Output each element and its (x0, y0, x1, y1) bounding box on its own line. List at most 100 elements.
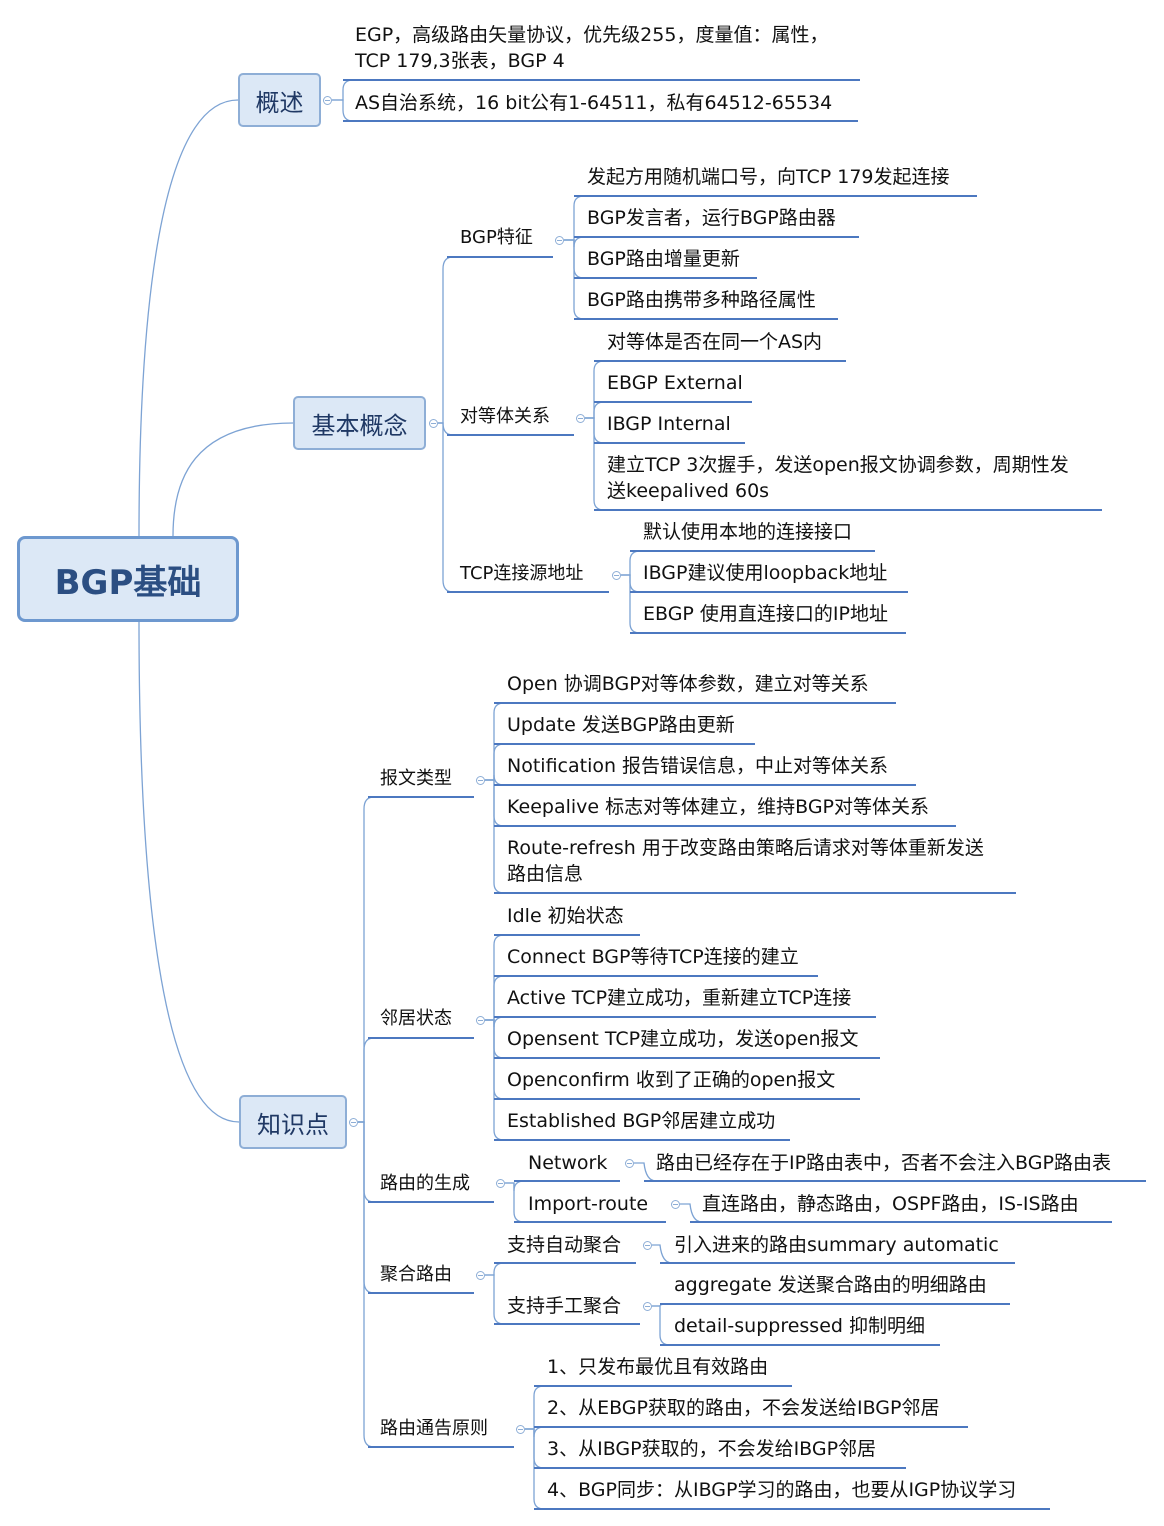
tcp-source-item-2[interactable]: EBGP 使用直连接口的IP地址 (643, 603, 888, 625)
states-item-0[interactable]: Idle 初始状态 (507, 905, 624, 927)
peers-item-1[interactable]: EBGP External (607, 372, 743, 394)
topic-basic-concepts[interactable]: 基本概念 (293, 396, 426, 450)
overview-item-0-line-1[interactable]: EGP，高级路由矢量协议，优先级255，度量值：属性， (355, 24, 829, 46)
import-route-label[interactable]: Import-route (528, 1193, 649, 1215)
topic-knowledge-points-label: 知识点 (257, 1110, 329, 1139)
generation-label[interactable]: 路由的生成 (380, 1173, 470, 1194)
network-collapse-toggle[interactable] (624, 1158, 634, 1168)
tcp-source-item-1[interactable]: IBGP建议使用loopback地址 (643, 562, 888, 584)
overview-collapse-toggle[interactable] (322, 95, 332, 105)
topic-overview-label: 概述 (255, 88, 304, 117)
advertise-item-0[interactable]: 1、只发布最优且有效路由 (547, 1356, 769, 1378)
aggregation-underline (368, 1292, 474, 1294)
states-item-2[interactable]: Active TCP建立成功，重新建立TCP连接 (507, 987, 852, 1009)
topic-knowledge-points[interactable]: 知识点 (239, 1095, 347, 1149)
manual-aggregation-underline (494, 1323, 640, 1325)
manual-item-0-underline (660, 1303, 1010, 1305)
features-item-0-underline (574, 195, 977, 197)
tcp-source-item-0[interactable]: 默认使用本地的连接接口 (643, 521, 853, 543)
import-route-desc-underline (690, 1221, 1112, 1223)
tcp-source-item-0-underline (630, 550, 875, 552)
knowledge-to-messages-link (358, 796, 375, 1123)
root-topic-label: BGP基础 (54, 562, 202, 603)
import-route-collapse-toggle[interactable] (670, 1199, 680, 1209)
import-route-underline (514, 1221, 666, 1223)
advertise-item-3[interactable]: 4、BGP同步：从IBGP学习的路由，也要从IGP协议学习 (547, 1479, 1017, 1501)
features-item-3[interactable]: BGP路由携带多种路径属性 (587, 289, 816, 311)
states-item-3[interactable]: Opensent TCP建立成功，发送open报文 (507, 1028, 859, 1050)
generation-link-network (505, 1180, 620, 1192)
tcp-source-collapse-toggle[interactable] (611, 570, 621, 580)
states-label[interactable]: 邻居状态 (380, 1008, 452, 1029)
peers-item-3-line-1[interactable]: 建立TCP 3次握手，发送open报文协调参数，周期性发 (607, 454, 1069, 476)
messages-collapse-toggle[interactable] (475, 775, 485, 785)
states-item-0-underline (494, 934, 640, 936)
overview-item-0-line-2[interactable]: TCP 179,3张表，BGP 4 (355, 50, 565, 72)
features-collapse-toggle[interactable] (554, 235, 564, 245)
tcp-source-label[interactable]: TCP连接源地址 (460, 563, 584, 584)
manual-aggregation-collapse-toggle[interactable] (642, 1301, 652, 1311)
messages-item-4-line-2[interactable]: 路由信息 (507, 863, 584, 885)
messages-item-0[interactable]: Open 协调BGP对等体参数，建立对等关系 (507, 673, 869, 695)
messages-item-2[interactable]: Notification 报告错误信息，中止对等体关系 (507, 755, 889, 777)
states-item-4[interactable]: Openconfirm 收到了正确的open报文 (507, 1069, 836, 1091)
advertise-item-2[interactable]: 3、从IBGP获取的，不会发给IBGP邻居 (547, 1438, 877, 1460)
peers-item-3-line-2[interactable]: 送keepalived 60s (607, 480, 770, 502)
auto-aggregation-collapse-toggle[interactable] (642, 1240, 652, 1250)
states-item-5[interactable]: Established BGP邻居建立成功 (507, 1110, 776, 1132)
generation-collapse-toggle[interactable] (495, 1178, 505, 1188)
messages-item-0-underline (494, 702, 896, 704)
advertise-collapse-toggle[interactable] (515, 1424, 525, 1434)
states-item-2-underline (494, 1016, 876, 1018)
manual-aggregation-label[interactable]: 支持手工聚合 (507, 1295, 622, 1317)
messages-item-4-underline (494, 892, 1016, 894)
knowledge-to-generation-link (358, 1121, 375, 1203)
root-topic[interactable]: BGP基础 (17, 536, 239, 622)
peers-underline (447, 434, 574, 436)
states-item-1[interactable]: Connect BGP等待TCP连接的建立 (507, 946, 799, 968)
messages-item-3-underline (494, 825, 956, 827)
auto-aggregation-label[interactable]: 支持自动聚合 (507, 1234, 622, 1256)
import-route-desc[interactable]: 直连路由，静态路由，OSPF路由，IS-IS路由 (702, 1193, 1079, 1215)
messages-item-4-line-1[interactable]: Route-refresh 用于改变路由策略后请求对等体重新发送 (507, 837, 984, 859)
peers-collapse-toggle[interactable] (575, 413, 585, 423)
overview-item-1[interactable]: AS自治系统，16 bit公有1-64511，私有64512-65534 (355, 92, 833, 114)
messages-item-1[interactable]: Update 发送BGP路由更新 (507, 714, 735, 736)
advertise-item-1-underline (534, 1426, 968, 1428)
features-item-1[interactable]: BGP发言者，运行BGP路由器 (587, 207, 836, 229)
peers-item-0[interactable]: 对等体是否在同一个AS内 (607, 331, 823, 353)
concepts-collapse-toggle[interactable] (428, 418, 438, 428)
manual-item-1[interactable]: detail-suppressed 抑制明细 (674, 1315, 925, 1337)
features-underline (447, 256, 553, 258)
advertise-item-3-underline (534, 1508, 1050, 1510)
peers-label[interactable]: 对等体关系 (460, 406, 550, 427)
states-item-4-underline (494, 1098, 860, 1100)
concepts-to-features-link (438, 256, 454, 424)
knowledge-to-aggregation-link (358, 1121, 375, 1294)
advertise-item-1[interactable]: 2、从EBGP获取的路由，不会发送给IBGP邻居 (547, 1397, 940, 1419)
tcp-source-item-2-underline (630, 632, 906, 634)
features-item-0[interactable]: 发起方用随机端口号，向TCP 179发起连接 (587, 166, 950, 188)
knowledge-collapse-toggle[interactable] (348, 1117, 358, 1127)
tcp-source-item-1-underline (630, 591, 908, 593)
features-item-2[interactable]: BGP路由增量更新 (587, 248, 740, 270)
messages-item-3[interactable]: Keepalive 标志对等体建立，维持BGP对等体关系 (507, 796, 930, 818)
states-collapse-toggle[interactable] (475, 1015, 485, 1025)
advertise-item-0-underline (534, 1385, 792, 1387)
auto-aggregation-desc[interactable]: 引入进来的路由summary automatic (674, 1234, 999, 1256)
states-item-5-underline (494, 1139, 790, 1141)
aggregation-collapse-toggle[interactable] (475, 1270, 485, 1280)
messages-underline (368, 796, 474, 798)
aggregation-label[interactable]: 聚合路由 (380, 1264, 452, 1285)
messages-label[interactable]: 报文类型 (380, 768, 452, 789)
manual-item-0[interactable]: aggregate 发送聚合路由的明细路由 (674, 1274, 987, 1296)
root-to-knowledge-link (138, 621, 240, 1123)
network-underline (514, 1180, 620, 1182)
topic-overview[interactable]: 概述 (238, 73, 321, 127)
network-label[interactable]: Network (528, 1152, 608, 1174)
advertise-label[interactable]: 路由通告原则 (380, 1418, 488, 1439)
features-label[interactable]: BGP特征 (460, 227, 533, 248)
network-desc[interactable]: 路由已经存在于IP路由表中，否者不会注入BGP路由表 (656, 1152, 1111, 1174)
peers-item-2[interactable]: IBGP Internal (607, 413, 731, 435)
features-item-2-underline (574, 277, 757, 279)
